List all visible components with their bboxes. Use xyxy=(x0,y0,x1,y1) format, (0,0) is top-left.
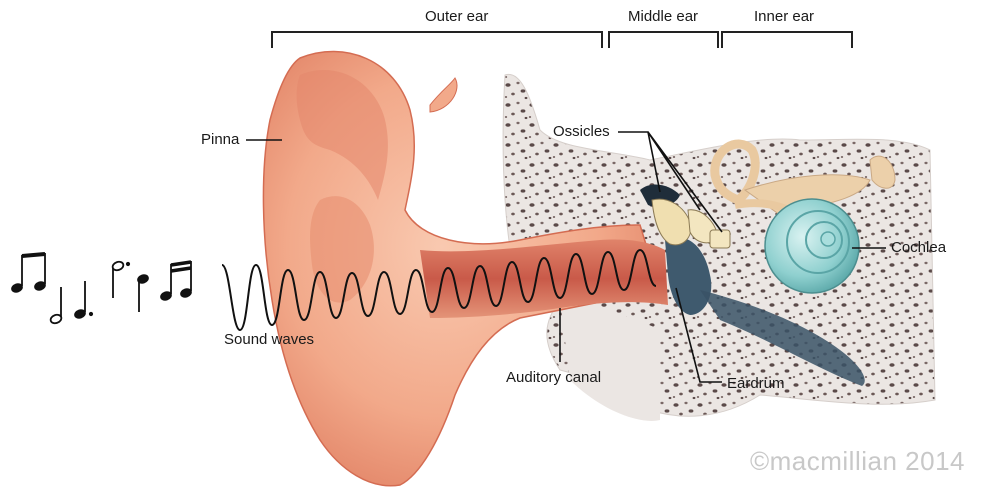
outer-ear-bracket xyxy=(272,32,602,48)
copyright-watermark: ©macmillian 2014 xyxy=(750,446,965,477)
eardrum-label: Eardrum xyxy=(727,375,785,393)
middle-ear-label: Middle ear xyxy=(628,8,698,26)
outer-ear-label: Outer ear xyxy=(425,8,488,26)
inner-ear-bracket xyxy=(722,32,852,48)
cochlea-label: Cochlea xyxy=(891,239,946,257)
pinna-label: Pinna xyxy=(201,131,239,149)
middle-ear-bracket xyxy=(609,32,718,48)
sound-waves-label: Sound waves xyxy=(224,331,314,349)
auditory-canal-label: Auditory canal xyxy=(506,369,601,387)
ossicles-label: Ossicles xyxy=(553,123,610,141)
inner-ear-label: Inner ear xyxy=(754,8,814,26)
musical-notes-icon xyxy=(10,253,192,325)
